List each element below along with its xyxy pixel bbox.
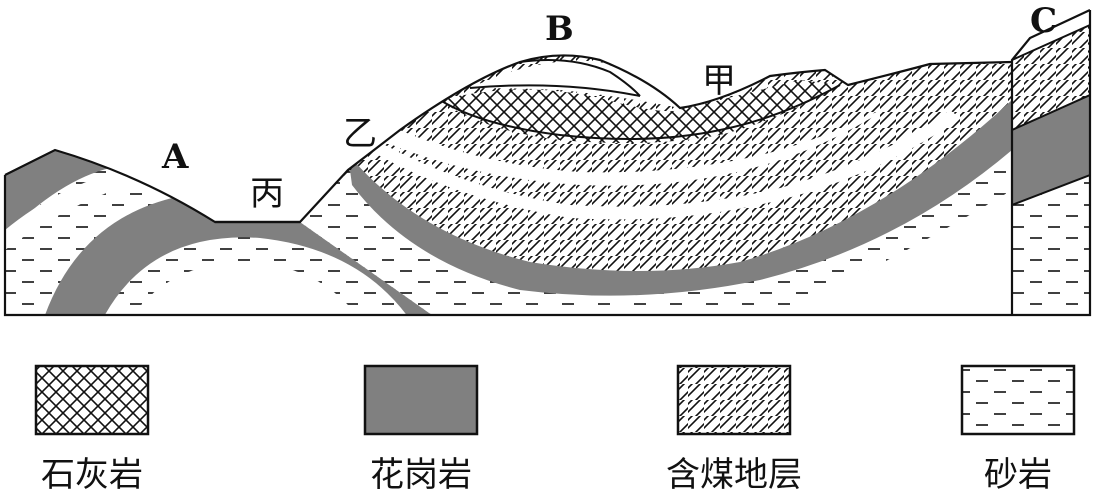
label-yi: 乙	[343, 114, 377, 154]
legend: 石灰岩 花岗岩 含煤地层 砂岩	[34, 364, 1076, 495]
legend-swatch-granite	[363, 364, 479, 436]
legend-label-coal: 含煤地层	[666, 455, 802, 495]
legend-label-granite: 花岗岩	[370, 455, 472, 495]
label-bing: 丙	[250, 174, 284, 214]
label-C: C	[1030, 1, 1057, 41]
surface-profile	[4, 54, 1013, 224]
legend-swatch-coal	[676, 364, 792, 436]
legend-swatch-limestone	[34, 364, 150, 436]
label-B: B	[545, 9, 574, 49]
legend-label-sandstone: 砂岩	[984, 455, 1052, 495]
main-block	[300, 55, 1012, 316]
right-block	[1012, 10, 1090, 315]
fault-line	[1010, 9, 1091, 315]
legend-swatch-sandstone	[960, 364, 1076, 436]
legend-label-limestone: 石灰岩	[41, 455, 143, 495]
label-jia: 甲	[702, 61, 736, 101]
label-A: A	[161, 137, 189, 177]
